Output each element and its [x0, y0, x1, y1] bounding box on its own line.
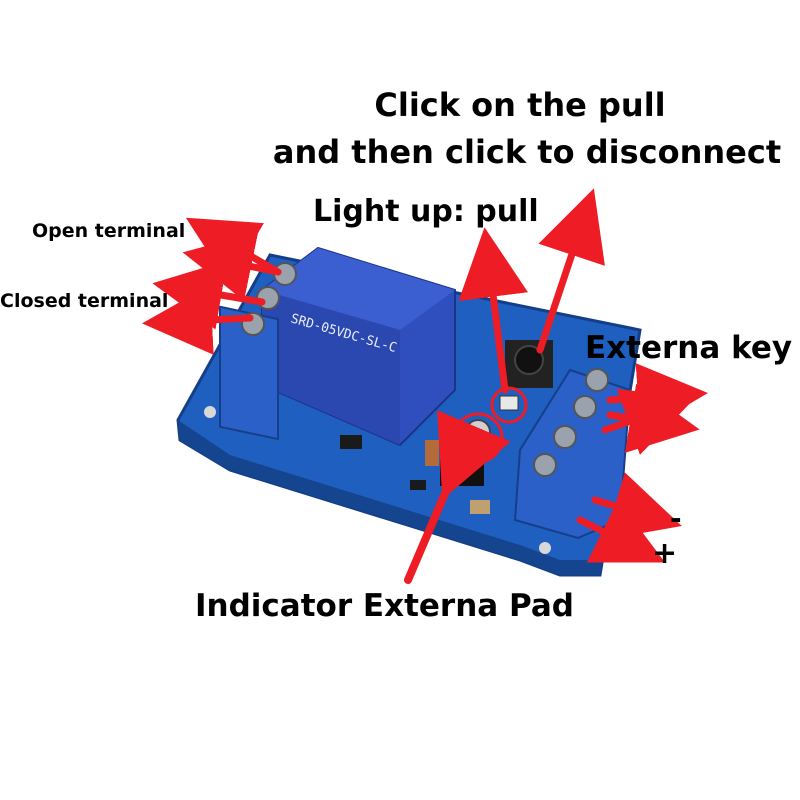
screw: [573, 395, 597, 419]
screw: [256, 286, 280, 310]
open-terminal-label: Open terminal: [32, 220, 186, 242]
annotation-arrows: [142, 188, 708, 584]
smd-component: [410, 480, 426, 490]
external-key-label: Externa key: [585, 330, 793, 366]
plus-label: +: [652, 536, 678, 571]
title-line-1: Click on the pull: [374, 86, 666, 124]
smd-component: [470, 500, 490, 514]
mount-hole: [539, 542, 551, 554]
indicator-pad-label: Indicator Externa Pad: [195, 588, 574, 624]
screw: [533, 453, 557, 477]
relay-front-face: [262, 290, 400, 445]
closed-terminal-label: Closed terminal: [0, 290, 169, 312]
external-pad: [465, 419, 491, 445]
minus-label: -: [670, 502, 682, 535]
screw: [553, 425, 577, 449]
screw: [585, 368, 609, 392]
led-indicator: [499, 395, 519, 411]
relay-top-face: [262, 248, 455, 330]
mount-hole: [204, 406, 216, 418]
smd-component: [340, 435, 362, 449]
light-up-label: Light up: pull: [313, 194, 539, 229]
title-line-2: and then click to disconnect: [272, 133, 782, 171]
push-button-cap: [514, 345, 544, 375]
diode: [425, 440, 439, 466]
